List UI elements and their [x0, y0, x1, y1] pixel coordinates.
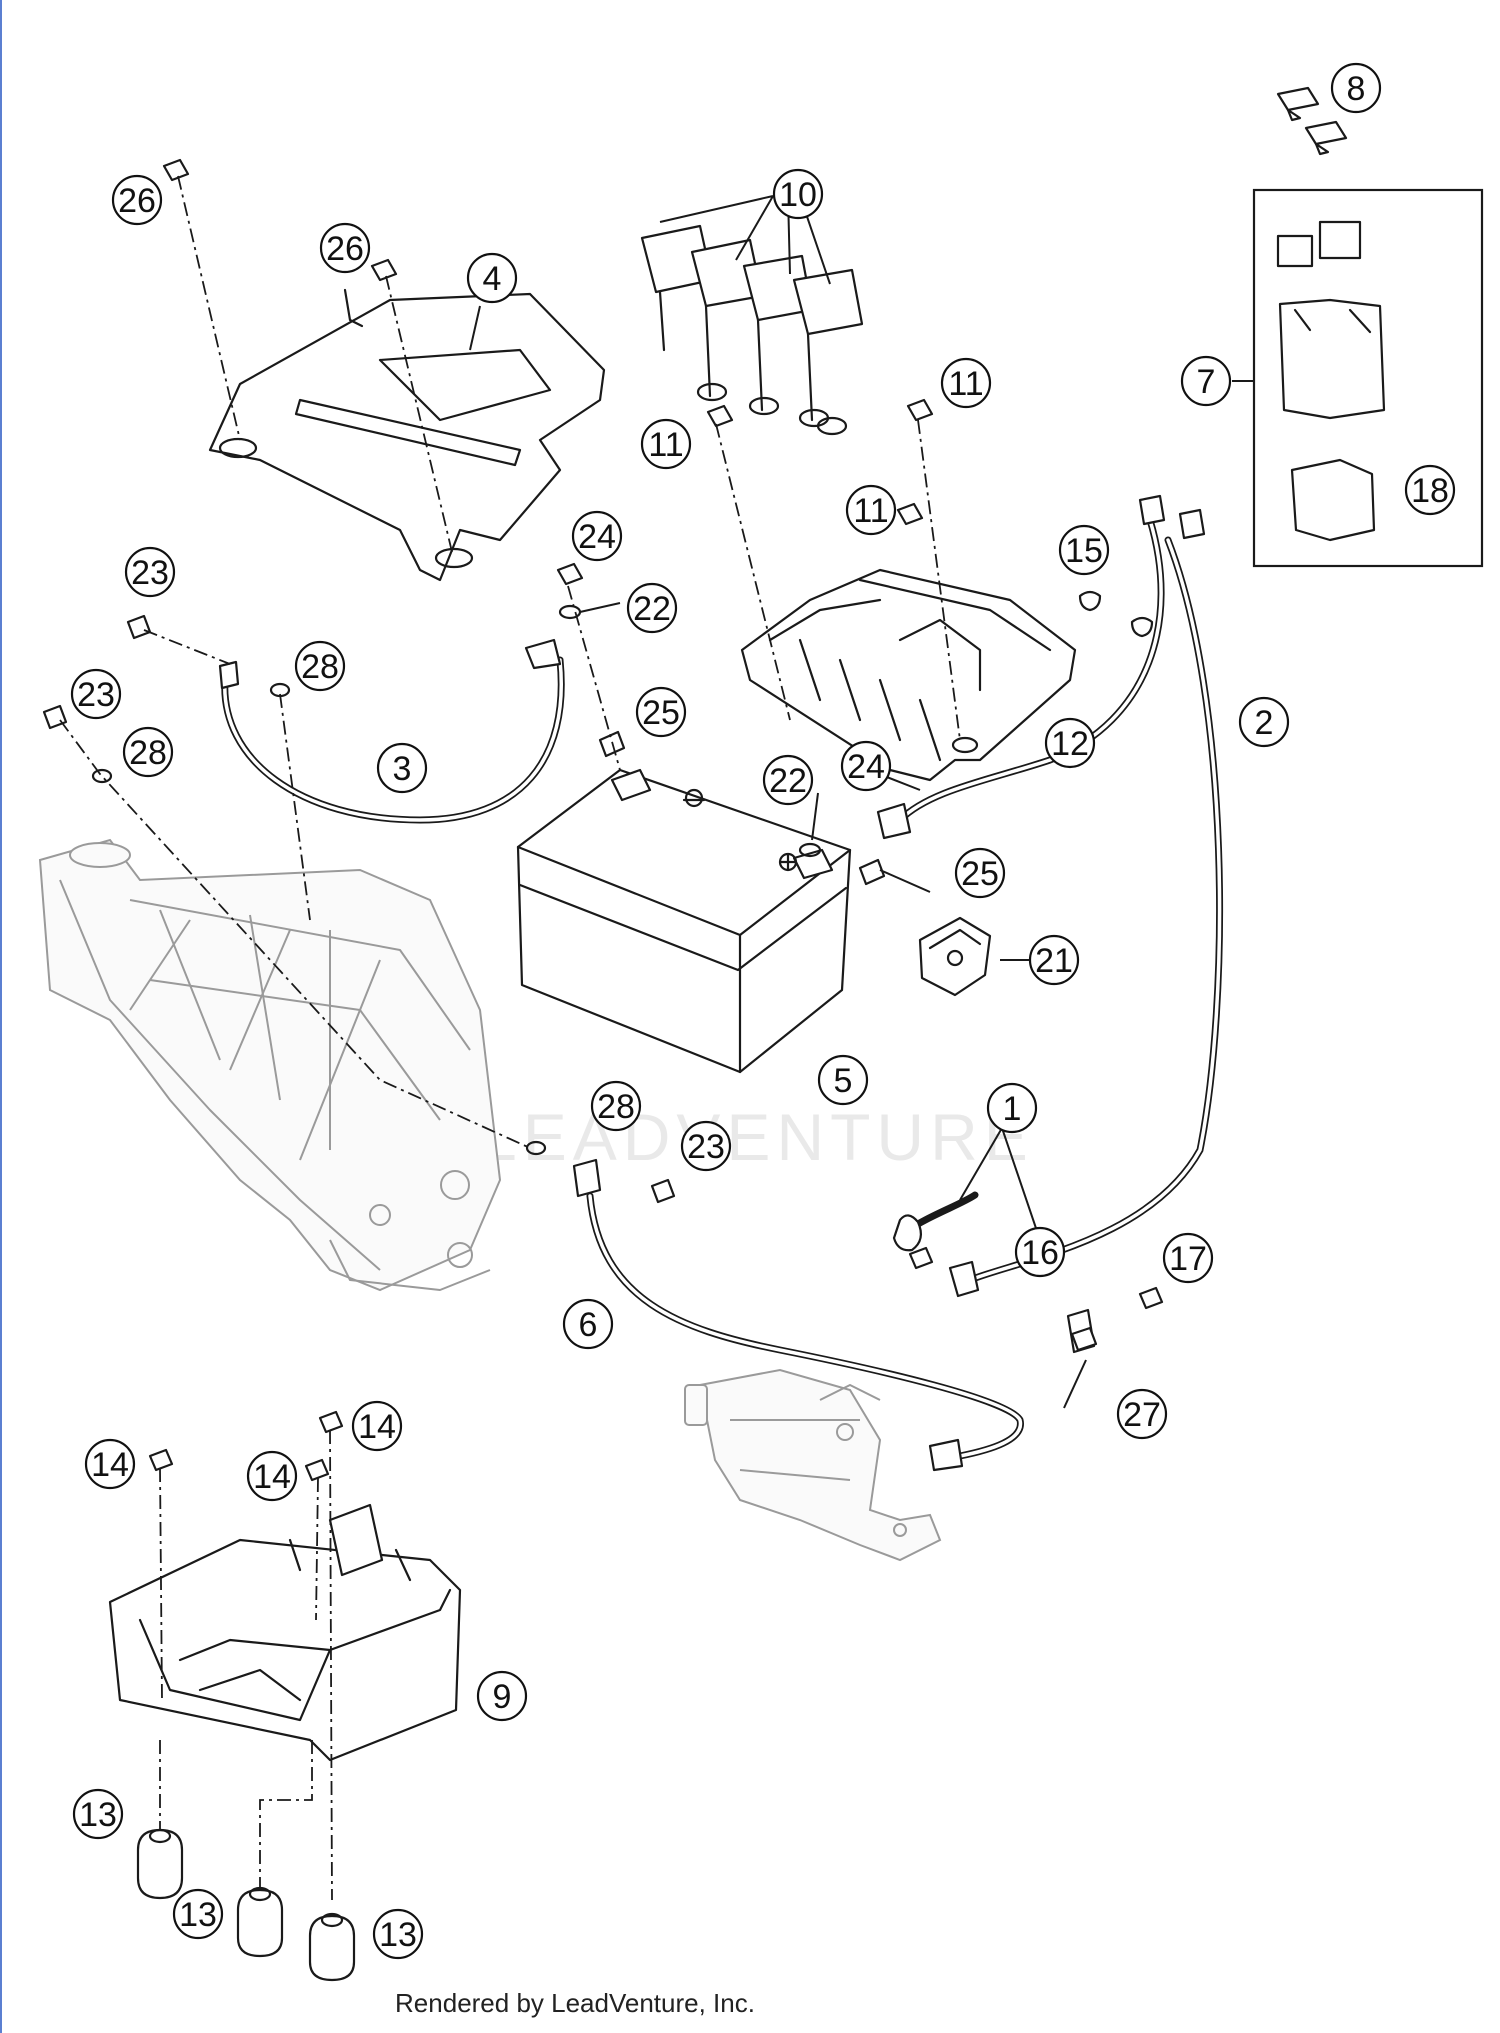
svg-text:11: 11 [853, 492, 888, 530]
callout-25b: 25 [954, 847, 1006, 899]
svg-text:3: 3 [393, 750, 412, 788]
callout-12: 12 [1044, 717, 1096, 769]
svg-text:14: 14 [358, 1408, 396, 1446]
part-relay-kit-box [1232, 188, 1484, 568]
svg-text:23: 23 [77, 676, 115, 714]
callout-24b: 24 [840, 740, 892, 792]
svg-text:27: 27 [1123, 1396, 1161, 1434]
callout-6: 6 [562, 1298, 614, 1350]
callout-14c: 14 [246, 1450, 298, 1502]
part-battery-holder [740, 568, 1077, 782]
svg-text:18: 18 [1411, 472, 1449, 510]
part-fuses [1276, 86, 1348, 156]
callout-26b: 26 [319, 222, 371, 274]
svg-text:23: 23 [687, 1128, 725, 1166]
callout-10: 10 [772, 168, 824, 220]
part-bracket [208, 288, 606, 582]
svg-text:28: 28 [129, 734, 167, 772]
part-lower-battery-holder [108, 1503, 462, 1762]
callout-28a: 28 [294, 640, 346, 692]
svg-text:25: 25 [642, 694, 680, 732]
callout-13a: 13 [72, 1788, 124, 1840]
callout-4: 4 [466, 252, 518, 304]
callout-15: 15 [1058, 524, 1110, 576]
svg-text:17: 17 [1169, 1240, 1207, 1278]
fasteners [42, 158, 1164, 1482]
callout-13c: 13 [372, 1908, 424, 1960]
callout-24a: 24 [571, 510, 623, 562]
callout-9: 9 [476, 1670, 528, 1722]
part-battery [516, 768, 852, 1074]
svg-text:9: 9 [493, 1678, 512, 1716]
leader-lines [469, 195, 1087, 1409]
svg-text:22: 22 [633, 590, 671, 628]
callout-23c: 23 [680, 1120, 732, 1172]
callout-23b: 23 [70, 668, 122, 720]
callout-17: 17 [1162, 1232, 1214, 1284]
svg-text:24: 24 [847, 748, 885, 786]
svg-text:5: 5 [834, 1062, 853, 1100]
svg-text:22: 22 [769, 762, 807, 800]
callout-13b: 13 [172, 1888, 224, 1940]
callout-7: 7 [1180, 355, 1232, 407]
assembly-lines [59, 175, 961, 1901]
callout-5: 5 [817, 1054, 869, 1106]
callout-3: 3 [376, 742, 428, 794]
svg-text:16: 16 [1021, 1234, 1059, 1272]
svg-text:7: 7 [1197, 363, 1216, 401]
callout-1: 1 [986, 1082, 1038, 1134]
svg-text:13: 13 [379, 1916, 417, 1954]
callout-11b: 11 [940, 357, 992, 409]
callout-22a: 22 [626, 582, 678, 634]
svg-text:21: 21 [1035, 942, 1073, 980]
part-dampers [136, 1828, 356, 1982]
callout-8: 8 [1330, 62, 1382, 114]
svg-text:11: 11 [648, 426, 683, 464]
svg-text:15: 15 [1065, 532, 1103, 570]
page-edge-line [0, 0, 2, 2033]
callout-2: 2 [1238, 696, 1290, 748]
svg-text:23: 23 [131, 554, 169, 592]
callout-18: 18 [1404, 464, 1456, 516]
callout-22b: 22 [762, 754, 814, 806]
callout-27: 27 [1116, 1388, 1168, 1440]
callout-11a: 11 [640, 418, 692, 470]
svg-text:10: 10 [779, 176, 817, 214]
svg-text:6: 6 [579, 1306, 598, 1344]
svg-text:11: 11 [948, 365, 983, 403]
svg-text:4: 4 [483, 260, 502, 298]
svg-text:8: 8 [1347, 70, 1366, 108]
callout-26a: 26 [111, 174, 163, 226]
starter-motor-ghost [684, 1368, 942, 1562]
svg-text:28: 28 [597, 1088, 635, 1126]
svg-text:26: 26 [118, 182, 156, 220]
frame-ghost [38, 838, 502, 1292]
part-relays [640, 224, 864, 436]
watermark: LEADVENTURE [480, 1100, 1034, 1174]
callout-21: 21 [1028, 934, 1080, 986]
callout-11c: 11 [845, 484, 897, 536]
svg-text:24: 24 [578, 518, 616, 556]
svg-text:25: 25 [961, 855, 999, 893]
callout-16: 16 [1014, 1226, 1066, 1278]
callout-28c: 28 [590, 1080, 642, 1132]
callout-14a: 14 [84, 1438, 136, 1490]
part-terminal-cover [918, 916, 992, 997]
svg-text:14: 14 [253, 1458, 291, 1496]
footer-credit: Rendered by LeadVenture, Inc. [395, 1988, 755, 2018]
svg-text:13: 13 [79, 1796, 117, 1834]
svg-text:12: 12 [1051, 725, 1089, 763]
svg-text:28: 28 [301, 648, 339, 686]
svg-text:14: 14 [91, 1446, 129, 1484]
svg-text:26: 26 [326, 230, 364, 268]
svg-text:13: 13 [179, 1896, 217, 1934]
callout-25a: 25 [635, 686, 687, 738]
callout-28b: 28 [122, 726, 174, 778]
svg-text:2: 2 [1255, 704, 1274, 742]
callout-14b: 14 [351, 1400, 403, 1452]
callout-23a: 23 [124, 546, 176, 598]
svg-text:1: 1 [1003, 1090, 1022, 1128]
